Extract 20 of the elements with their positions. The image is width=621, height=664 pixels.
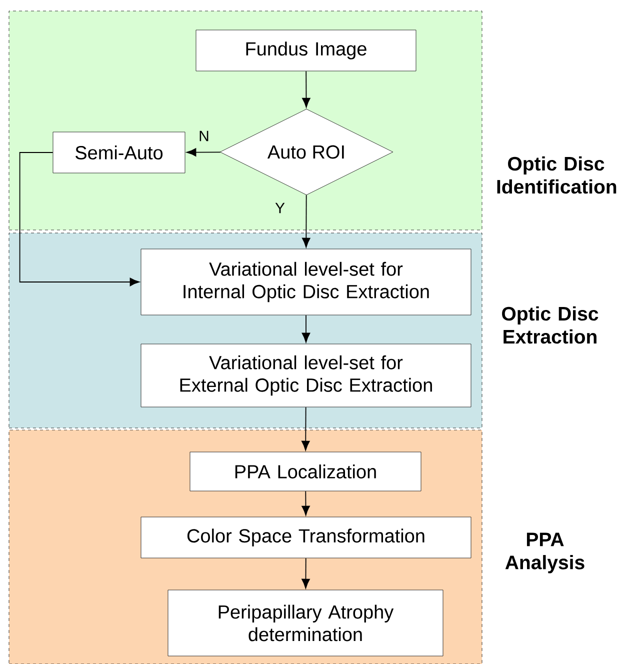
process-box: PPA Localization [190,452,422,492]
arrow [302,490,310,516]
process-box: Fundus Image [196,30,416,72]
panel-heading: Optic Disc Extraction [502,306,598,344]
panel-heading: Optic Disc Identification [497,156,616,194]
process-box: Color Space Transformation [140,516,472,558]
panel-heading: PPA Analysis [505,532,584,574]
arrow [302,406,310,451]
edge-label: N [200,130,208,142]
process-box: Variational level-set for External Optic Disc Extraction [140,344,472,408]
arrow [302,194,310,248]
arrow [186,148,221,156]
arrow [19,152,140,286]
arrow [302,558,310,589]
process-box: Variational level-set for Internal Optic Disc Extraction [140,248,472,316]
process-box: Peripapillary Atrophy determination [168,590,444,656]
process-box: Semi-Auto [52,132,186,174]
arrow [302,314,310,343]
edge-label: Y [275,202,285,214]
arrow [302,70,310,108]
